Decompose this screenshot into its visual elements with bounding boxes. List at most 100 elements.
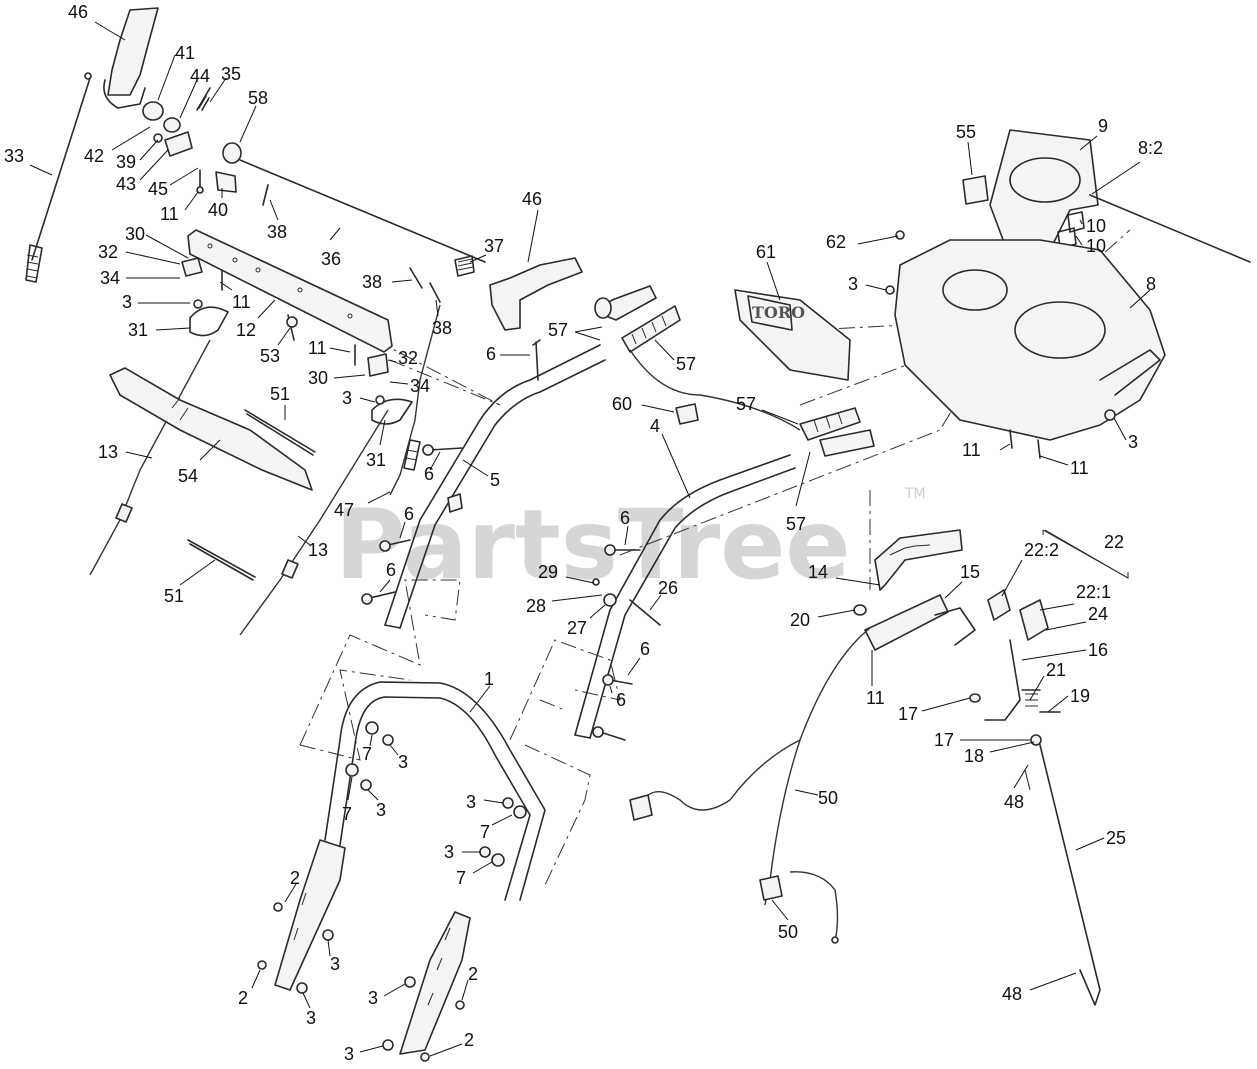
callout-3: 3 — [376, 800, 386, 820]
callout-11: 11 — [1070, 458, 1089, 478]
callout-46: 46 — [68, 2, 88, 22]
callout-36: 36 — [321, 249, 341, 269]
callout-3: 3 — [306, 1008, 316, 1028]
callout-3: 3 — [848, 274, 858, 294]
callout-38: 38 — [362, 272, 382, 292]
callout-46: 46 — [522, 189, 542, 209]
callout-60: 60 — [612, 394, 632, 414]
decal-panel: TORO — [734, 289, 851, 381]
callout-18: 18 — [964, 746, 984, 766]
callout-32: 32 — [98, 242, 118, 262]
callout-61: 61 — [756, 242, 776, 262]
lower-handle — [257, 681, 546, 1062]
callout-53: 53 — [260, 346, 280, 366]
callout-6: 6 — [404, 504, 414, 524]
callout-11: 11 — [232, 292, 251, 312]
callout-34: 34 — [410, 376, 430, 396]
callout-58: 58 — [248, 88, 268, 108]
callout-2: 2 — [468, 964, 478, 984]
shift-handle-assembly — [25, 7, 486, 303]
callout-47: 47 — [334, 500, 354, 520]
callout-38: 38 — [267, 222, 287, 242]
callout-17: 17 — [934, 730, 954, 750]
callout-11: 11 — [308, 338, 327, 358]
callout-5: 5 — [490, 470, 500, 490]
callout-3: 3 — [344, 1044, 354, 1064]
callout-3: 3 — [330, 954, 340, 974]
callout-40: 40 — [208, 200, 228, 220]
callout-21: 21 — [1046, 660, 1066, 680]
callout-42: 42 — [84, 146, 104, 166]
leader-lines — [29, 21, 1151, 1057]
callout-57: 57 — [736, 394, 756, 414]
callout-34: 34 — [100, 268, 120, 288]
callout-6: 6 — [386, 560, 396, 580]
drive-control-assembly — [629, 529, 1101, 1006]
callout-44: 44 — [190, 66, 210, 86]
callout-30: 30 — [308, 368, 328, 388]
callout-37: 37 — [484, 236, 504, 256]
callout-55: 55 — [956, 122, 976, 142]
callout-15: 15 — [960, 562, 980, 582]
callout-22-1: 22:1 — [1076, 582, 1111, 602]
callout-38: 38 — [432, 318, 452, 338]
callout-3: 3 — [466, 792, 476, 812]
callout-29: 29 — [538, 562, 558, 582]
callout-3: 3 — [444, 842, 454, 862]
callout-26: 26 — [658, 578, 678, 598]
callout-labels: 46 41 44 35 58 33 42 39 43 45 11 40 38 3… — [4, 2, 1163, 1064]
callout-6: 6 — [486, 344, 496, 364]
callout-12: 12 — [236, 320, 256, 340]
toro-decal-logo: TORO — [752, 303, 805, 322]
callout-16: 16 — [1088, 640, 1108, 660]
callout-3: 3 — [122, 292, 132, 312]
callout-20: 20 — [790, 610, 810, 630]
callout-51: 51 — [270, 384, 290, 404]
callout-6: 6 — [424, 464, 434, 484]
callout-7: 7 — [342, 804, 352, 824]
callout-6: 6 — [620, 508, 630, 528]
callout-25: 25 — [1106, 828, 1126, 848]
callout-14: 14 — [808, 562, 828, 582]
upper-handles — [361, 339, 796, 741]
callout-50: 50 — [778, 922, 798, 942]
callout-19: 19 — [1070, 686, 1090, 706]
callout-30: 30 — [125, 224, 145, 244]
callout-32: 32 — [398, 348, 418, 368]
callout-51: 51 — [164, 586, 184, 606]
callout-48: 48 — [1002, 984, 1022, 1004]
callout-28: 28 — [526, 596, 546, 616]
callout-9: 9 — [1098, 116, 1108, 136]
callout-13: 13 — [308, 540, 328, 560]
callout-22: 22 — [1104, 532, 1124, 552]
callout-10: 10 — [1086, 216, 1106, 236]
cable-bracket-assembly — [181, 229, 413, 425]
callout-11: 11 — [866, 688, 885, 708]
watermark-trademark: TM — [904, 486, 926, 502]
callout-1: 1 — [484, 669, 494, 689]
callout-3: 3 — [1128, 432, 1138, 452]
callout-54: 54 — [178, 466, 198, 486]
callout-41: 41 — [175, 43, 195, 63]
callout-33: 33 — [4, 146, 24, 166]
callout-48: 48 — [1004, 792, 1024, 812]
callout-50: 50 — [818, 788, 838, 808]
callout-43: 43 — [116, 174, 136, 194]
callout-3: 3 — [342, 388, 352, 408]
callout-7: 7 — [362, 744, 372, 764]
callout-6: 6 — [640, 639, 650, 659]
callout-62: 62 — [826, 232, 846, 252]
control-cables — [89, 304, 441, 636]
callout-8-2: 8:2 — [1138, 138, 1163, 158]
callout-2: 2 — [238, 988, 248, 1008]
callout-57: 57 — [676, 354, 696, 374]
callout-10: 10 — [1086, 236, 1106, 256]
callout-17: 17 — [898, 704, 918, 724]
callout-7: 7 — [456, 868, 466, 888]
callout-31: 31 — [366, 450, 386, 470]
callout-35: 35 — [221, 64, 241, 84]
callout-27: 27 — [567, 618, 587, 638]
callout-6: 6 — [616, 690, 626, 710]
group-bracket-22 — [1042, 529, 1129, 579]
